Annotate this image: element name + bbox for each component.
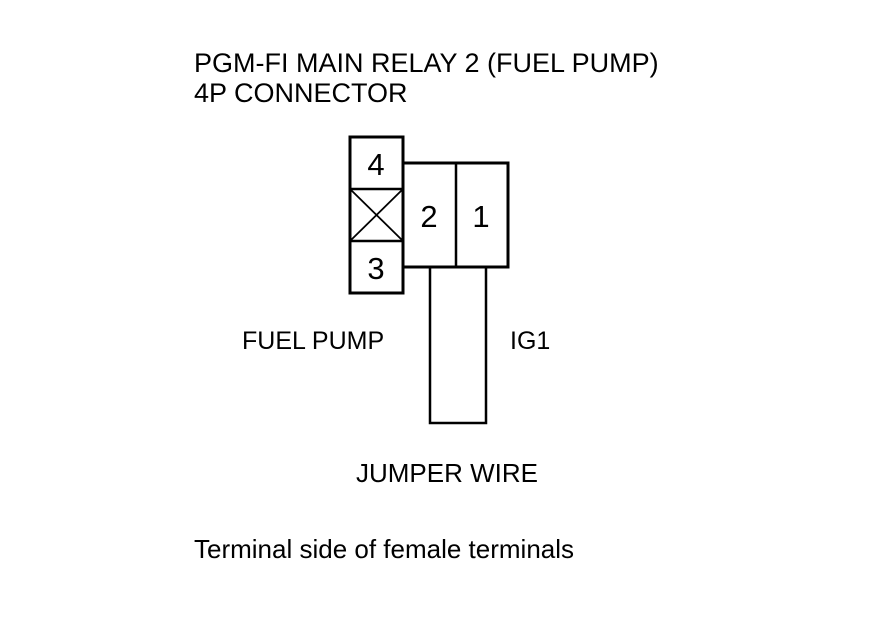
terminal-3-label: 3 xyxy=(367,251,384,286)
fuel-pump-label: FUEL PUMP xyxy=(242,327,385,355)
terminal-2-label: 2 xyxy=(420,199,437,234)
view-note: Terminal side of female terminals xyxy=(194,534,575,564)
jumper-wire xyxy=(428,265,488,425)
terminal-4-label: 4 xyxy=(367,147,384,182)
connector-subtitle: 4P CONNECTOR xyxy=(194,78,408,108)
jumper-wire-label: JUMPER WIRE xyxy=(356,458,538,488)
diagram-title: PGM-FI MAIN RELAY 2 (FUEL PUMP) xyxy=(194,48,659,78)
blank-cavity-cross xyxy=(349,188,404,242)
ig1-label: IG1 xyxy=(510,327,551,355)
terminal-1-label: 1 xyxy=(472,199,489,234)
